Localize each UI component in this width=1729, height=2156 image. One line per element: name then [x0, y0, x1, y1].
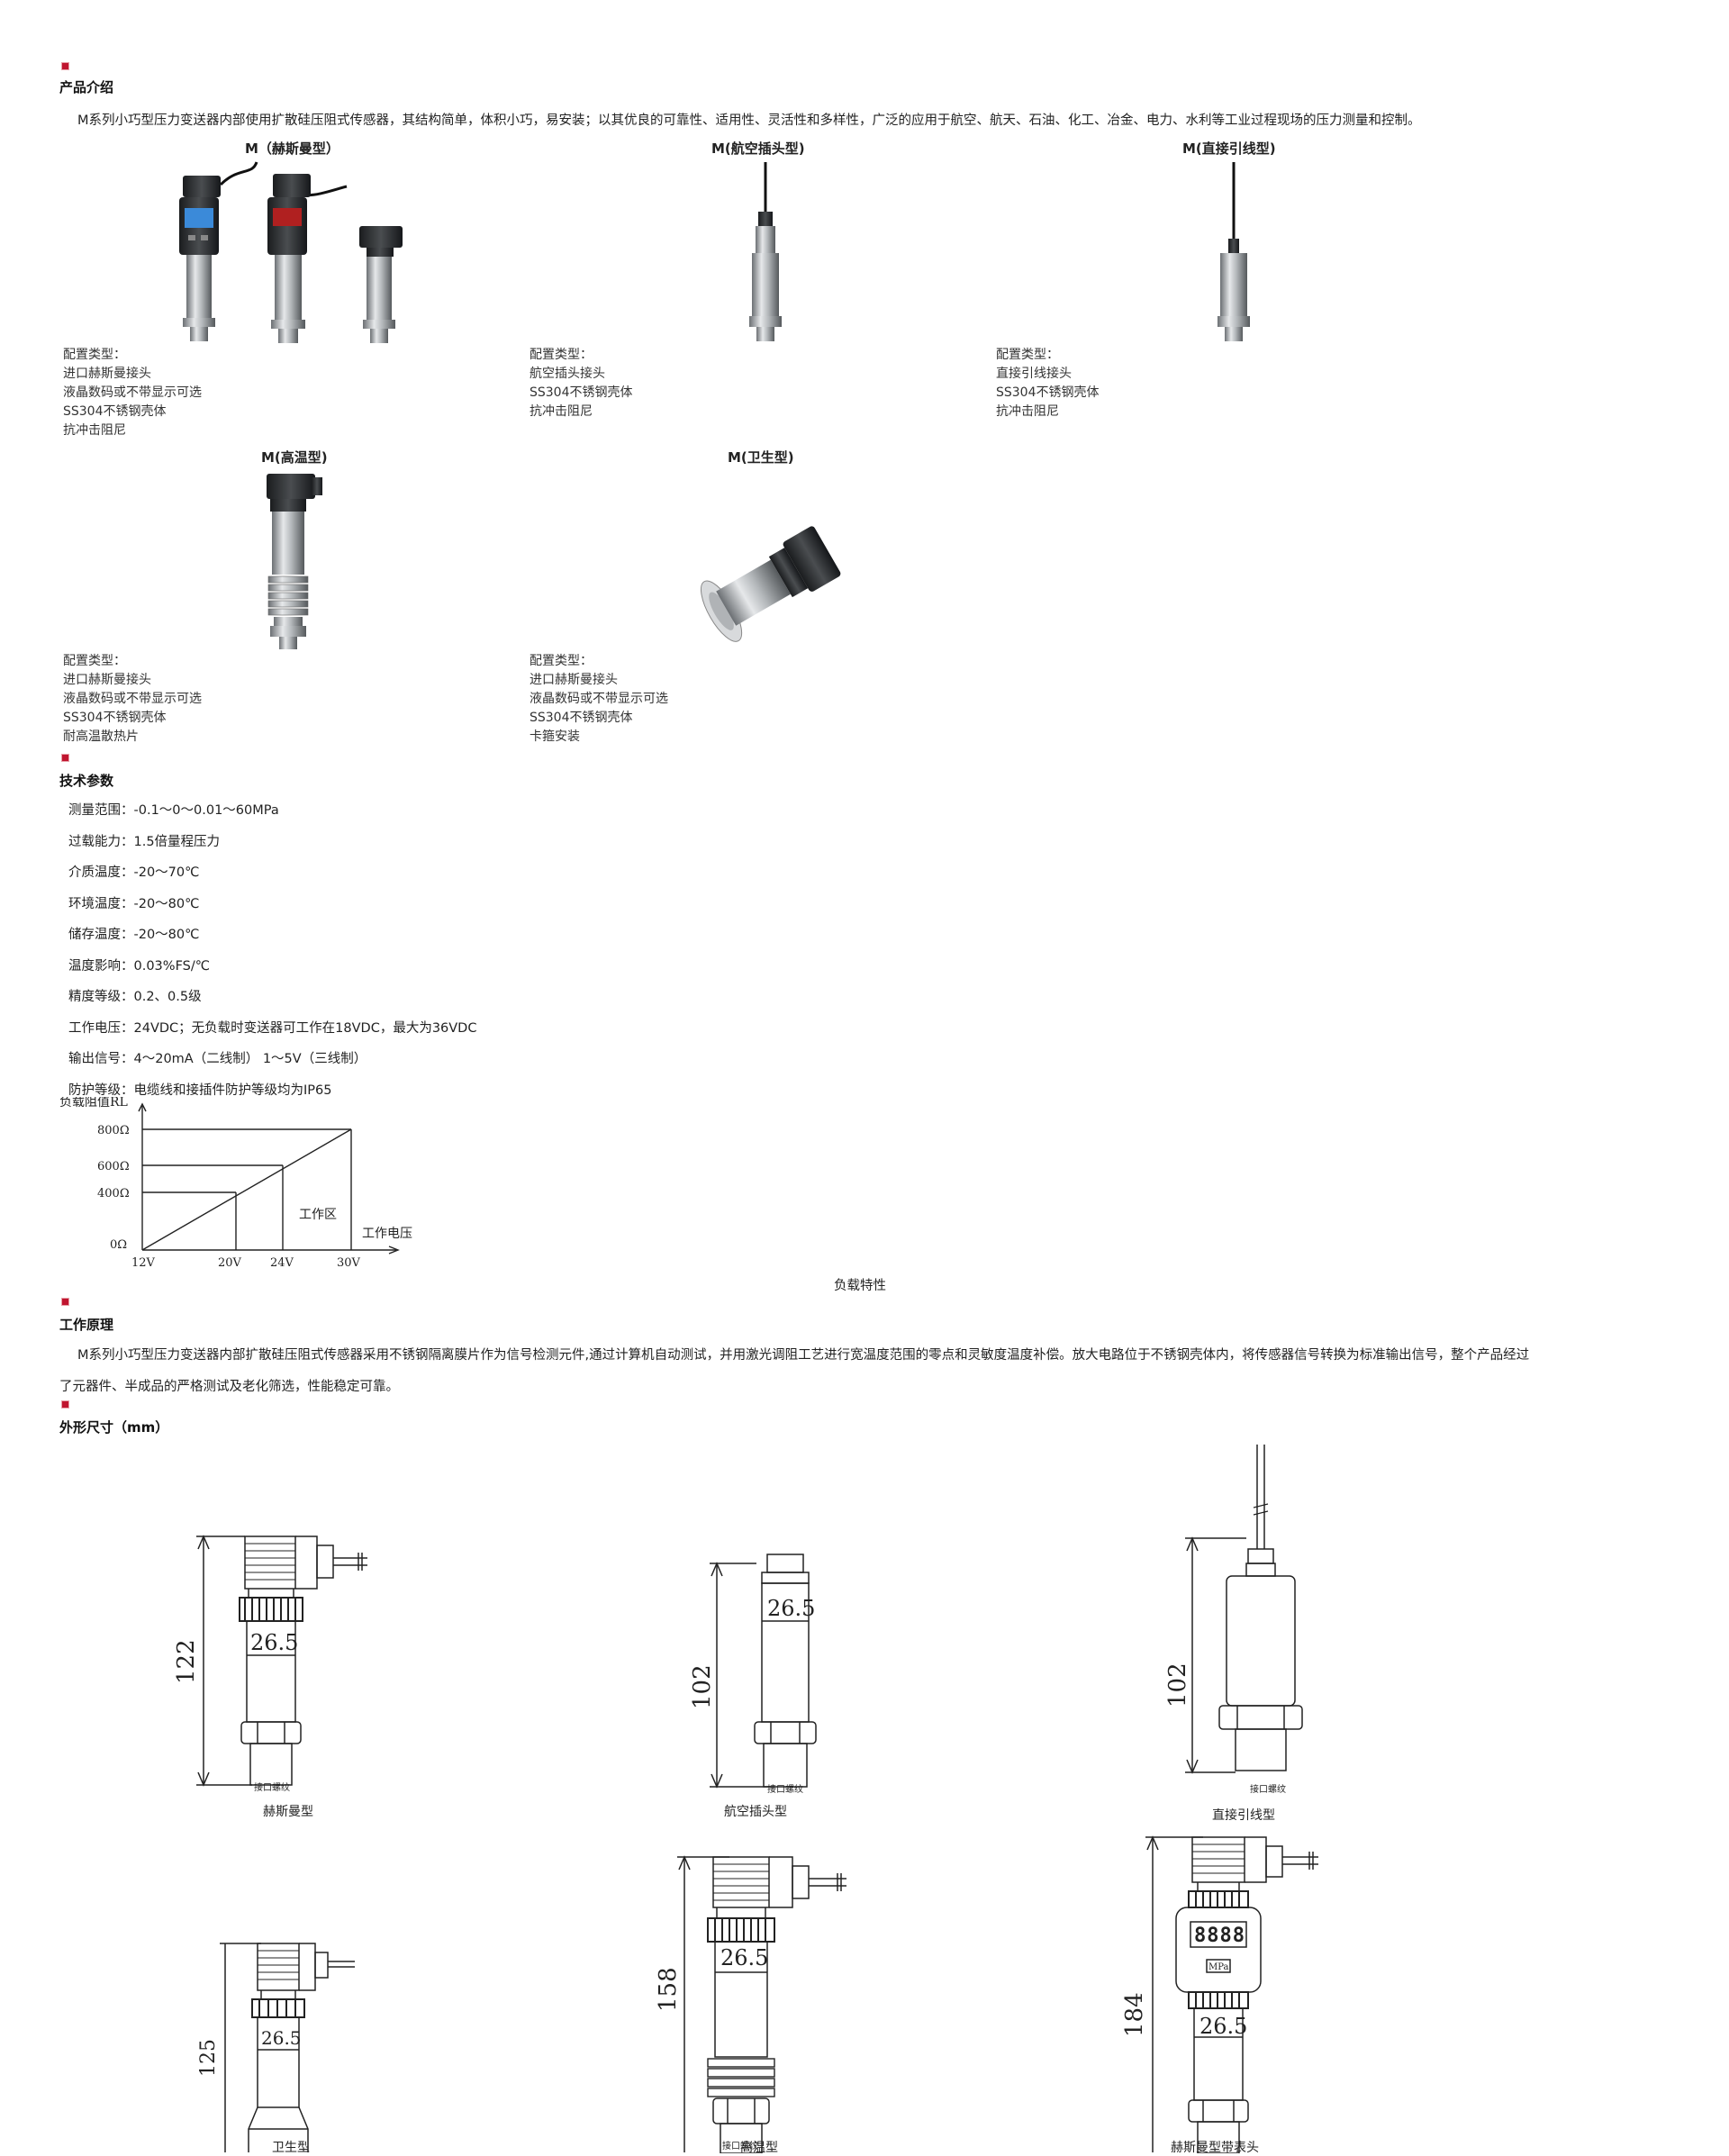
load-line: [141, 1128, 352, 1251]
dimension-drawing-high-temp: 158 26.5 接口螺纹: [657, 1855, 846, 2153]
principle-heading: 工作原理: [59, 1317, 114, 1333]
thread-label: 接口螺纹: [722, 2140, 758, 2151]
dimension-diameter: 26.5: [1199, 2014, 1247, 2039]
intro-heading: 产品介绍: [59, 79, 114, 95]
y-tick-label: 0Ω: [110, 1238, 127, 1252]
dimension-height: 102: [689, 1664, 716, 1709]
dimensions-heading: 外形尺寸（mm）: [59, 1419, 169, 1436]
product-caption: M(直接引线型): [1182, 140, 1276, 157]
section-marker: [61, 62, 69, 70]
dimension-diameter: 26.5: [250, 1630, 298, 1655]
y-axis-label: 负载阻值RL: [59, 1097, 128, 1110]
principle-text: 了元器件、半成品的严格测试及老化筛选，性能稳定可靠。: [59, 1380, 399, 1394]
spec-item: 精度等级：0.2、0.5级: [68, 990, 202, 1004]
spec-item: 介质温度：-20～70℃: [68, 865, 200, 880]
x-tick-label: 20V: [218, 1256, 242, 1268]
thread-label: 接口螺纹: [767, 1783, 803, 1795]
thread-label: 接口螺纹: [1250, 1783, 1286, 1795]
spec-item: 储存温度：-20～80℃: [68, 928, 200, 942]
spec-list: 测量范围：-0.1～0～0.01～60MPa 过载能力：1.5倍量程压力 介质温…: [68, 795, 476, 1106]
product-image-direct-lead: [1218, 162, 1250, 341]
product-caption: M(航空插头型): [711, 140, 805, 157]
product-image-aviation: [749, 162, 782, 341]
spec-item: 输出信号：4～20mA（二线制） 1～5V（三线制）: [68, 1052, 367, 1066]
dimension-drawing-hirschmann-display: 8888 MPa 184 26.5: [1121, 1835, 1318, 2153]
dimension-drawing-hirschmann: 122 26.5 接口螺纹 赫斯曼型: [173, 1535, 367, 1819]
chart-title: 负载特性: [834, 1279, 886, 1293]
product-image-hirschmann: [179, 161, 403, 343]
principle-text: M系列小巧型压力变送器内部扩散硅压阻式传感器采用不锈钢隔离膜片作为信号检测元件,…: [77, 1348, 1530, 1363]
dimension-height: 122: [173, 1639, 200, 1684]
product-image-high-temp: [267, 474, 322, 649]
dimension-diameter: 26.5: [720, 1945, 768, 1970]
section-marker: [61, 1400, 69, 1409]
drawing-label: 直接引线型: [1212, 1807, 1275, 1823]
x-tick-label: 30V: [337, 1256, 361, 1268]
y-tick-label: 800Ω: [97, 1124, 130, 1137]
drawing-label: 赫斯曼型: [263, 1805, 313, 1819]
drawing-label: 赫斯曼型带表头: [1171, 2141, 1259, 2155]
dimension-height: 125: [197, 2039, 220, 2077]
product-image-sanitary: [700, 526, 841, 642]
drawing-label: 高温型: [740, 2141, 778, 2155]
spec-item: 测量范围：-0.1～0～0.01～60MPa: [68, 803, 279, 818]
y-tick-label: 400Ω: [97, 1187, 130, 1200]
spec-item: 环境温度：-20～80℃: [68, 896, 200, 911]
product-caption: M(高温型): [261, 449, 328, 466]
spec-item: 过载能力：1.5倍量程压力: [68, 834, 221, 849]
load-chart: 负载阻值RL 800Ω 600Ω 400Ω 0Ω 12V 20V 24V 30V…: [59, 1097, 412, 1268]
dimension-diameter: 26.5: [261, 2027, 302, 2049]
dimension-drawing-sanitary: 125 26.5: [197, 1943, 355, 2152]
x-tick-label: 24V: [270, 1256, 294, 1268]
specs-heading: 技术参数: [59, 773, 114, 789]
x-axis-label: 工作电压: [362, 1227, 412, 1241]
dimension-height: 158: [657, 1967, 682, 2012]
drawing-label: 卫生型: [272, 2141, 310, 2155]
dimension-height: 184: [1121, 1992, 1148, 2037]
intro-text: M系列小巧型压力变送器内部使用扩散硅压阻式传感器，其结构简单，体积小巧，易安装；…: [77, 113, 1421, 128]
display-digits: 8888: [1194, 1925, 1245, 1947]
spec-item: 工作电压：24VDC；无负载时变送器可工作在18VDC，最大为36VDC: [68, 1020, 477, 1036]
y-tick-label: 600Ω: [97, 1160, 130, 1173]
section-marker: [61, 1298, 69, 1306]
dimension-drawing-aviation: 102 26.5 接口螺纹 航空插头型: [689, 1554, 817, 1819]
display-unit: MPa: [1208, 1962, 1229, 1972]
region-label: 工作区: [299, 1208, 337, 1222]
dimension-drawing-direct-lead: 102 接口螺纹 直接引线型: [1164, 1445, 1303, 1823]
thread-label: 接口螺纹: [254, 1781, 290, 1793]
product-caption: M(卫生型): [728, 449, 794, 466]
dimension-diameter: 26.5: [767, 1596, 815, 1621]
x-tick-label: 12V: [131, 1256, 156, 1268]
section-marker: [61, 754, 69, 762]
dimension-height: 102: [1164, 1662, 1191, 1708]
drawing-label: 航空插头型: [724, 1805, 787, 1819]
product-caption: M（赫斯曼型）: [245, 140, 339, 157]
spec-item: 防护等级：电缆线和接插件防护等级均为IP65: [68, 1083, 332, 1098]
spec-item: 温度影响：0.03%FS/℃: [68, 958, 211, 974]
